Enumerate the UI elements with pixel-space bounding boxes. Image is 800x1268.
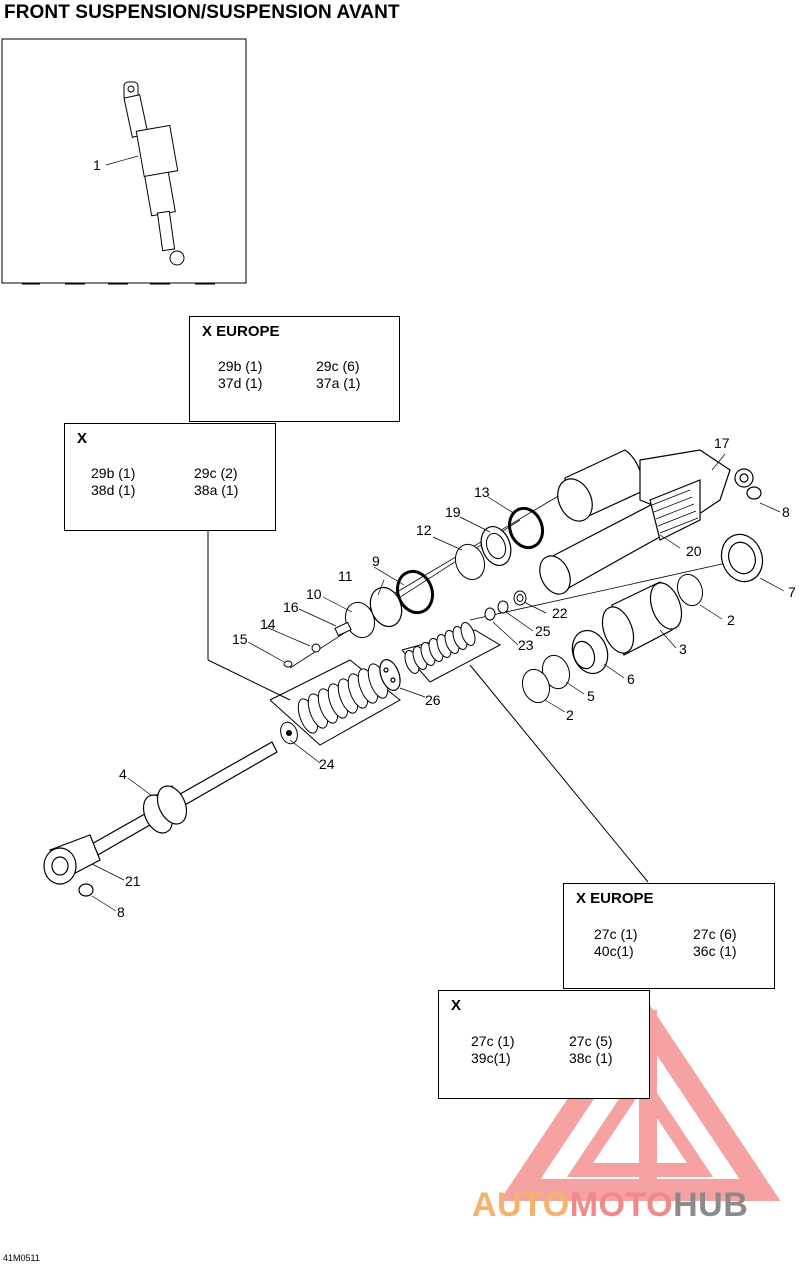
kit-cell: 40c(1) (594, 943, 634, 959)
kit-cell: 36c (1) (693, 943, 737, 959)
callout-15: 15 (232, 631, 248, 647)
callout-4: 4 (119, 766, 127, 782)
callout-19: 19 (445, 504, 461, 520)
callout-11: 11 (338, 568, 353, 584)
kit-box-x-upper: X 29b (1) 29c (2) 38d (1) 38a (1) (64, 423, 276, 531)
kit-title: X (451, 997, 462, 1014)
callout-21: 21 (125, 873, 141, 889)
kit-cell: 39c(1) (471, 1050, 511, 1066)
callout-25: 25 (535, 623, 551, 639)
callout-2b: 2 (566, 707, 574, 723)
kit-cell: 29b (1) (218, 358, 263, 374)
kit-cell: 38a (1) (194, 482, 239, 498)
shaft-assembly (43, 741, 278, 897)
shim-stack-upper (404, 622, 476, 674)
parts-right (521, 533, 764, 704)
overview-inset (1, 38, 247, 285)
callout-24: 24 (319, 756, 335, 772)
callout-8a: 8 (782, 504, 790, 520)
kit-box-x-lower: X 27c (1) 27c (5) 39c(1) 38c (1) (438, 990, 650, 1099)
shim-stack-lower (297, 663, 389, 734)
piston (379, 659, 401, 691)
kit-cell: 27c (1) (471, 1033, 515, 1049)
kit-cell: 29c (2) (194, 465, 238, 481)
kit-title: X (77, 430, 88, 447)
callout-8b: 8 (117, 904, 125, 920)
watermark-text: AUTOMOTOHUB (472, 1186, 748, 1225)
callout-13: 13 (474, 484, 490, 500)
callout-3: 3 (679, 641, 687, 657)
watermark-moto: MOTO (569, 1186, 674, 1224)
callout-23: 23 (518, 637, 534, 653)
callout-1: 1 (93, 157, 101, 173)
kit-cell: 29c (6) (316, 358, 360, 374)
kit-box-x-europe-upper: X EUROPE 29b (1) 29c (6) 37d (1) 37a (1) (189, 316, 400, 422)
washers (484, 590, 527, 621)
shock-body (539, 449, 762, 595)
callout-2a: 2 (727, 612, 735, 628)
watermark-hub: HUB (673, 1186, 749, 1224)
callout-14: 14 (260, 616, 276, 632)
callout-6: 6 (627, 671, 635, 687)
callout-5: 5 (587, 688, 595, 704)
callout-20: 20 (686, 543, 702, 559)
callout-labels: 1 2 2 2 3 4 5 6 7 8 8 9 10 11 12 13 14 1… (93, 157, 796, 920)
figure-id: 41M0511 (3, 1253, 40, 1263)
kit-box-x-europe-lower: X EUROPE 27c (1) 27c (6) 40c(1) 36c (1) (563, 883, 775, 989)
seals-top (283, 506, 545, 668)
kit-cell: 37d (1) (218, 375, 263, 391)
callout-17: 17 (714, 435, 730, 451)
kit-title: X EUROPE (576, 890, 654, 907)
kit-title: X EUROPE (202, 323, 280, 340)
callout-22: 22 (552, 605, 568, 621)
callout-26: 26 (425, 692, 441, 708)
kit-cell: 29b (1) (91, 465, 136, 481)
callout-10: 10 (306, 586, 322, 602)
callout-leaders (91, 155, 785, 912)
kit-cell: 27c (1) (594, 926, 638, 942)
callout-16: 16 (283, 599, 299, 615)
callout-7: 7 (788, 584, 796, 600)
callout-9: 9 (372, 553, 380, 569)
callout-12: 12 (416, 522, 432, 538)
watermark-auto: AUTO (472, 1186, 570, 1224)
kit-cell: 37a (1) (316, 375, 361, 391)
kit-cell: 38d (1) (91, 482, 136, 498)
kit-cell: 27c (5) (569, 1033, 613, 1049)
page-title: FRONT SUSPENSION/SUSPENSION AVANT (4, 2, 400, 23)
kit-cell: 27c (6) (693, 926, 737, 942)
kit-cell: 38c (1) (569, 1050, 613, 1066)
